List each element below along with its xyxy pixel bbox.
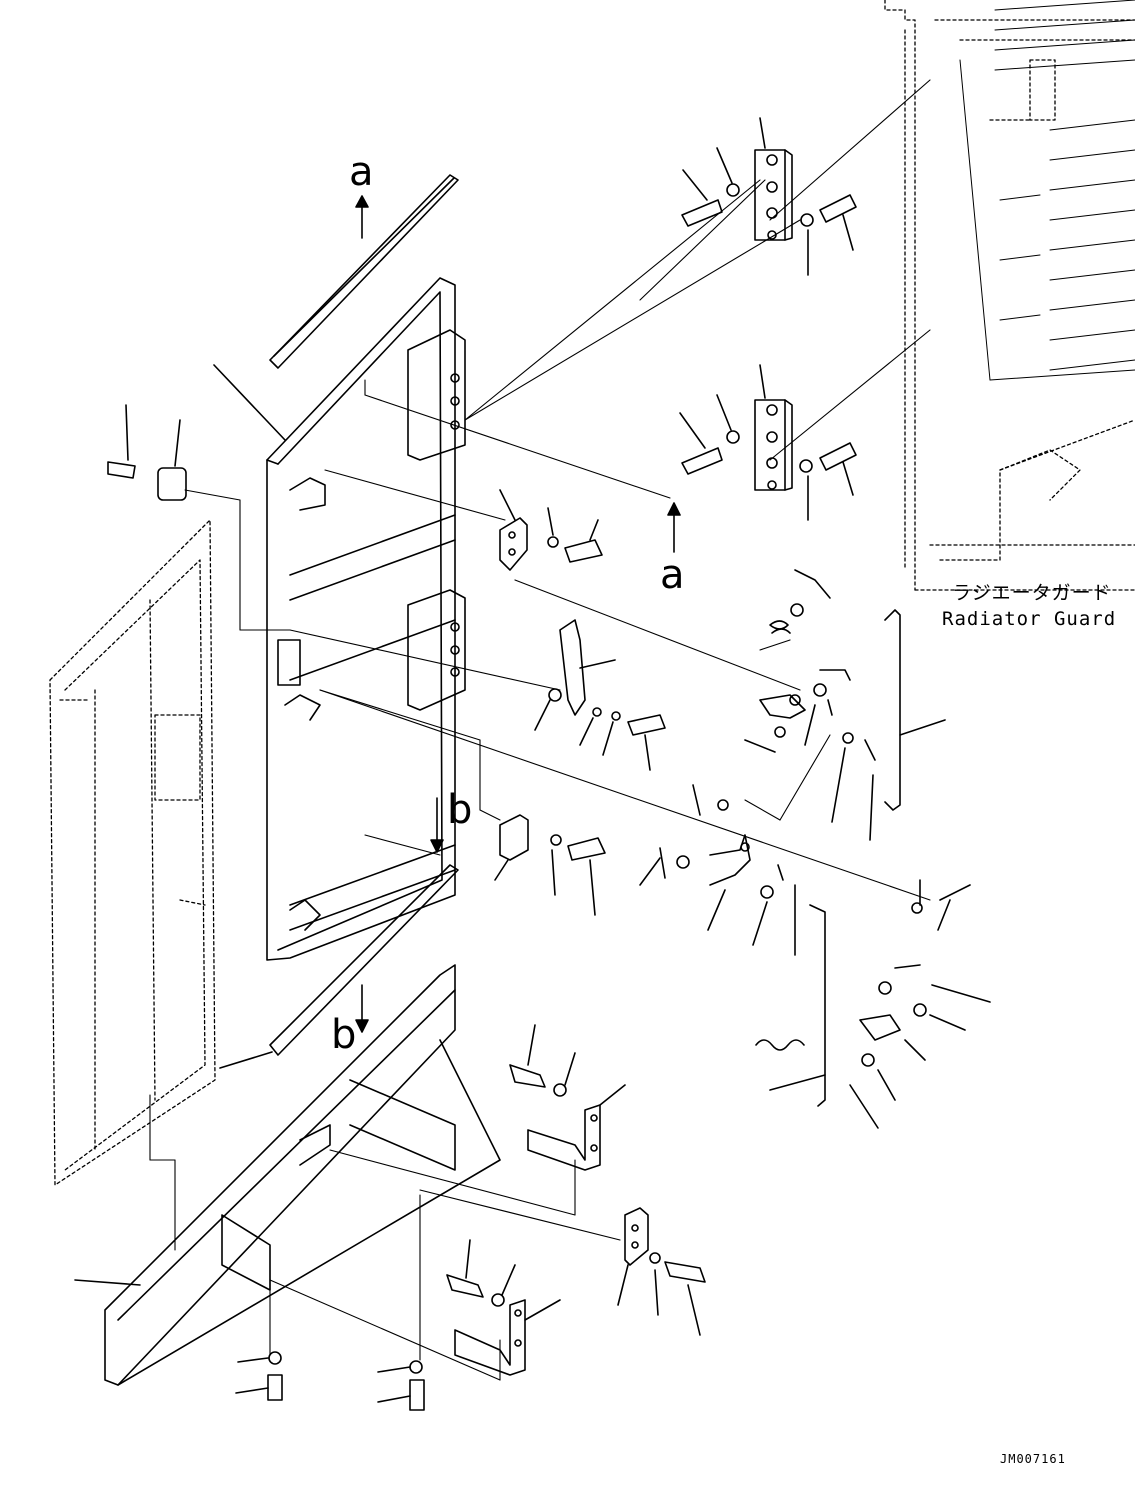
callout-b-upper: b xyxy=(447,787,473,833)
callout-a-bottom: a xyxy=(660,552,685,598)
radiator-grille xyxy=(959,0,1135,381)
main-door-frame xyxy=(266,277,466,961)
callout-a-top: a xyxy=(349,149,374,195)
seal-strip-lower xyxy=(219,864,459,1069)
bottom-cover xyxy=(74,964,501,1386)
hinge-lower xyxy=(679,364,857,521)
arrows xyxy=(355,195,681,1033)
callout-b-lower: b xyxy=(331,1012,357,1058)
latch-mechanism xyxy=(639,569,991,1129)
stop-brackets xyxy=(494,489,606,916)
caption-japanese: ラジエータガード xyxy=(952,582,1112,604)
spacer-bolt xyxy=(107,404,187,501)
lower-brackets xyxy=(235,1024,706,1411)
hinge-upper xyxy=(681,117,857,276)
latch-lever xyxy=(534,619,666,771)
leader-lines xyxy=(149,79,931,1381)
seal-strip-top xyxy=(213,174,459,441)
radiator-guard xyxy=(884,0,1135,591)
door-open-position xyxy=(49,519,216,1186)
caption-english: Radiator Guard xyxy=(942,608,1117,630)
drawing-code: JM007161 xyxy=(1000,1452,1066,1466)
